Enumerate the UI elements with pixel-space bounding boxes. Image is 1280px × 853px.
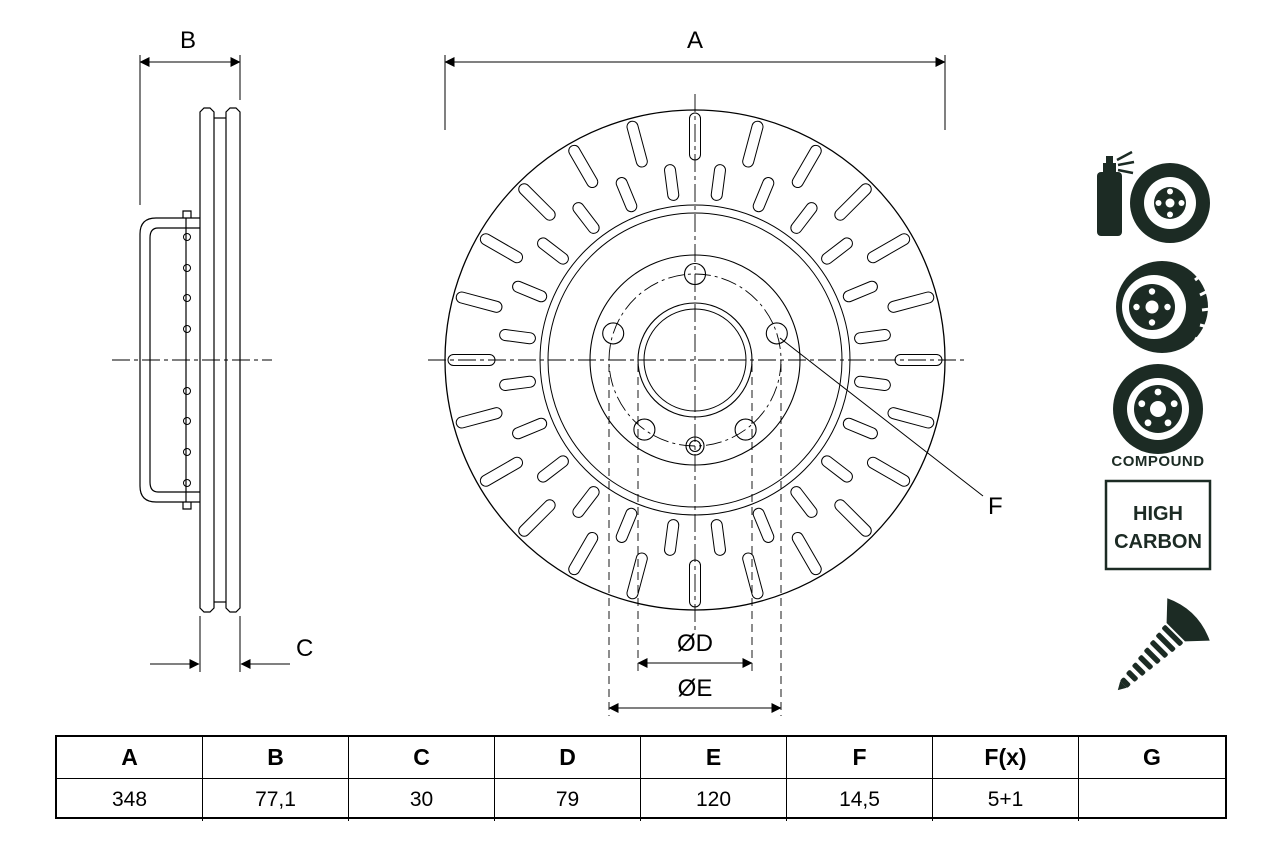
- table-value-cell: 348: [57, 779, 203, 821]
- vent-slots: [447, 112, 943, 608]
- dim-b-label: B: [180, 27, 196, 54]
- table-value-cell: 120: [641, 779, 787, 821]
- high-carbon-line1: HIGH: [1133, 503, 1183, 525]
- table-value-cell: [1079, 779, 1225, 821]
- spec-table: A B C D E F F(x) G 348 77,1 30 79 120 14…: [55, 735, 1227, 821]
- screw-icon: [1117, 598, 1210, 691]
- table-header-cell: B: [203, 737, 349, 779]
- technical-drawing: A B C ØD ØE F: [112, 27, 1212, 716]
- front-view: [428, 94, 968, 630]
- side-view: [112, 107, 272, 613]
- table-header-cell: A: [57, 737, 203, 779]
- side-hat-outline: [139, 217, 200, 503]
- dim-d-label: ØD: [677, 630, 713, 657]
- table-header-cell: D: [495, 737, 641, 779]
- coating-spray-icon: [1097, 150, 1210, 243]
- side-rivet-dots: [183, 233, 191, 487]
- table-value-cell: 5+1: [933, 779, 1079, 821]
- high-carbon-line2: CARBON: [1114, 531, 1202, 553]
- table-value-cell: 77,1: [203, 779, 349, 821]
- compound-label: COMPOUND: [1111, 453, 1204, 470]
- compound-icon: [1113, 364, 1203, 454]
- table-value-cell: 14,5: [787, 779, 933, 821]
- side-plate-left: [199, 107, 215, 613]
- dimensions: [139, 55, 984, 716]
- dim-c-label: C: [296, 635, 313, 662]
- table-header-cell: G: [1079, 737, 1225, 779]
- high-carbon-badge: HIGH CARBON: [1104, 479, 1212, 571]
- dim-a-label: A: [687, 27, 703, 54]
- table-header-cell: E: [641, 737, 787, 779]
- table-header-cell: F: [787, 737, 933, 779]
- brake-disc-icon: [1116, 261, 1211, 353]
- side-plate-right: [225, 107, 241, 613]
- table-value-cell: 79: [495, 779, 641, 821]
- table-header-cell: F(x): [933, 737, 1079, 779]
- dim-f-label: F: [988, 493, 1003, 520]
- table-header-cell: C: [349, 737, 495, 779]
- dim-e-label: ØE: [678, 675, 713, 702]
- table-value-cell: 30: [349, 779, 495, 821]
